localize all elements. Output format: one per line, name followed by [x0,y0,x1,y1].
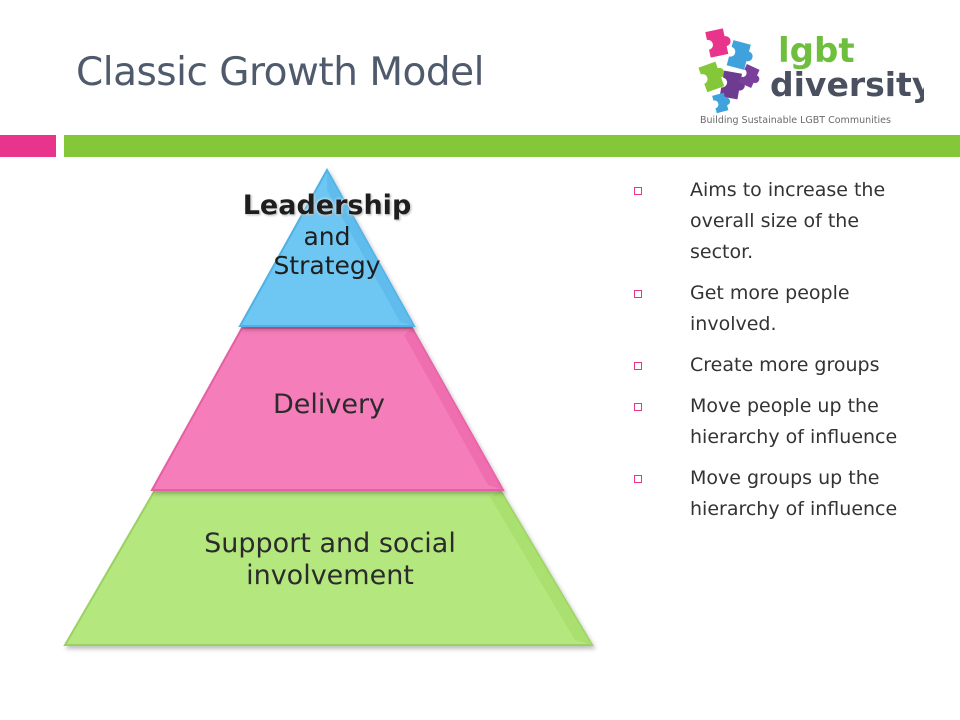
bullet-item: Aims to increase the overall size of the… [626,175,926,268]
bullet-text: Aims to increase the overall size of the… [690,179,886,263]
bullet-item: Move people up the hierarchy of influenc… [626,391,926,453]
pyramid-tier-bottom-bevel [490,490,592,645]
pyramid-label-bottom: Support and social involvement [140,528,520,592]
logo-text-diversity: diversity [770,65,924,104]
hollow-square-icon [634,362,642,370]
bullet-list: Aims to increase the overall size of the… [626,175,926,535]
accent-bar-pink [0,135,56,157]
hollow-square-icon [634,290,642,298]
hollow-square-icon [634,475,642,483]
pyramid-label-top-line2: and [303,221,351,251]
pyramid-label-bottom-line2: involvement [246,559,414,591]
hollow-square-icon [634,403,642,411]
bullet-text: Move people up the hierarchy of influenc… [690,395,898,448]
puzzle-icon [698,28,760,114]
pyramid-label-bottom-line1: Support and social [204,528,456,559]
logo-text-lgbt: lgbt [778,31,855,71]
bullet-text: Create more groups [690,354,880,376]
pyramid-label-top: Leadership and Strategy [212,190,442,281]
bullet-item: Get more people involved. [626,278,926,340]
hollow-square-icon [634,187,642,195]
logo-tagline: Building Sustainable LGBT Communities [700,115,891,126]
bullet-text: Get more people involved. [690,282,850,335]
pyramid-tier-top-bevel [327,170,414,326]
bullet-item: Move groups up the hierarchy of influenc… [626,463,926,525]
pyramid-label-top-line3: Strategy [273,251,381,281]
lgbt-diversity-logo: lgbt diversity Building Sustainable LGBT… [698,28,924,126]
pyramid-label-top-line1: Leadership [242,190,412,221]
page-title: Classic Growth Model [76,50,484,95]
pyramid-label-middle: Delivery [272,389,386,420]
pyramid-tier-middle-bevel [404,328,503,490]
bullet-item: Create more groups [626,350,926,381]
accent-bar-green [64,135,960,157]
bullet-text: Move groups up the hierarchy of influenc… [690,467,898,520]
